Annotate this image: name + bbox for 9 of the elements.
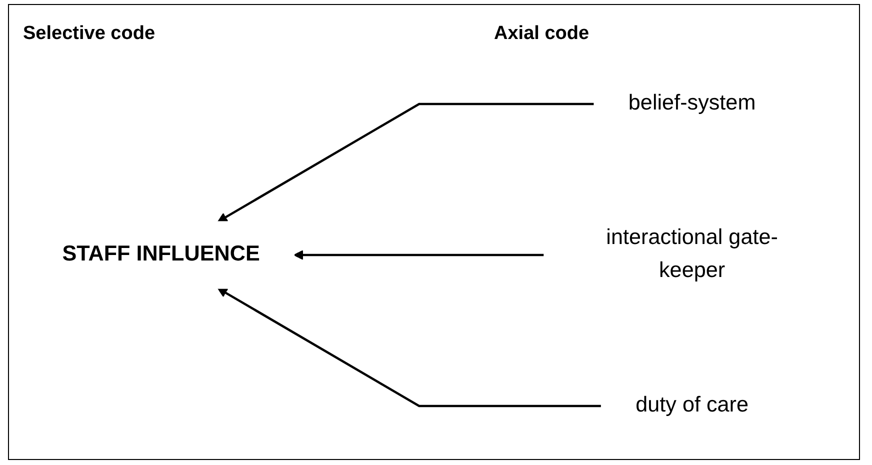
column-heading: Axial code xyxy=(494,23,590,45)
column-heading: Selective code xyxy=(23,23,156,45)
node-text: duty of care xyxy=(636,393,749,418)
arrow xyxy=(217,102,594,222)
arrow xyxy=(217,288,602,408)
arrow xyxy=(294,250,544,260)
node-text: STAFF INFLUENCE xyxy=(62,242,260,266)
node-text: belief-system xyxy=(628,91,756,116)
node-text: interactional gate-keeper xyxy=(606,226,778,282)
